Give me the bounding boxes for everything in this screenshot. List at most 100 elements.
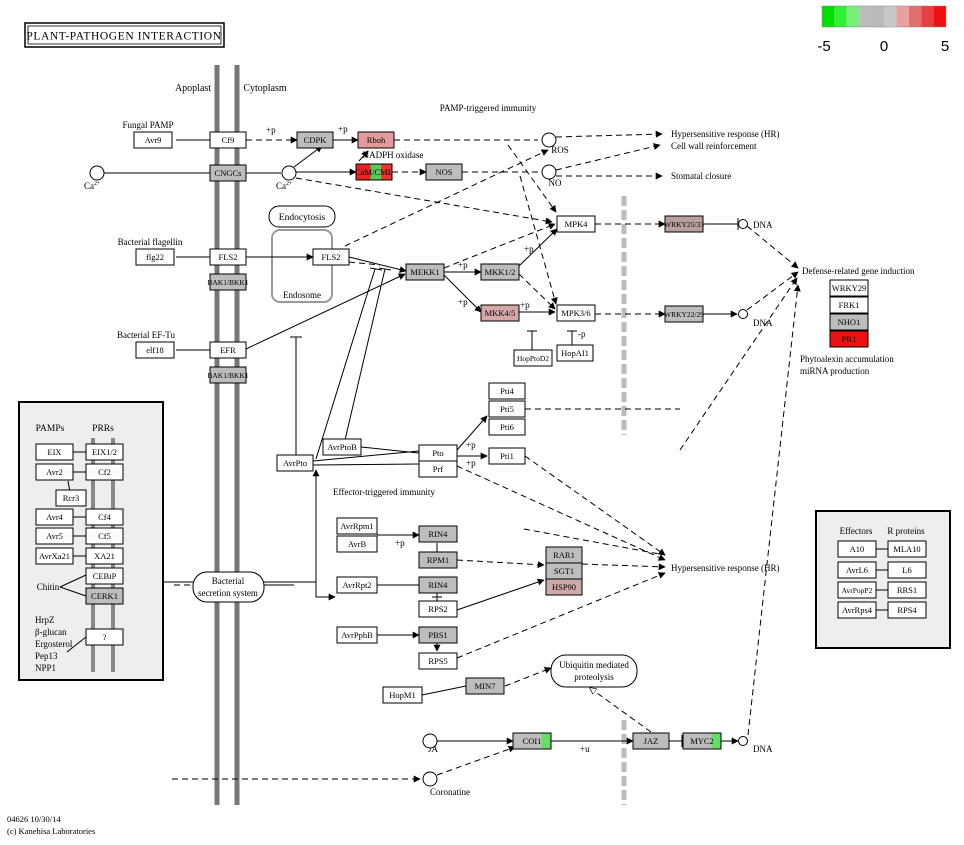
gene-node-avrrps4[interactable]: AvrRps4 [837,601,877,619]
gene-node-hopptod2[interactable]: HopPtoD2 [513,349,553,367]
gene-label-efr: EFR [220,345,236,355]
gene-node-flg22[interactable]: flg22 [135,248,175,266]
gene-node-bak1a[interactable]: BAK1/BKK1 [207,273,249,291]
gene-label-fls2b: FLS2 [322,252,341,262]
gene-node-avrpto[interactable]: AvrPto [276,454,314,472]
gene-label-nho1: NHO1 [838,317,861,327]
gene-label-rps2: RPS2 [428,604,447,614]
gene-node-rps2[interactable]: RPS2 [418,600,458,618]
gene-node-avr2[interactable]: Avr2 [35,463,74,481]
gene-node-wrky29[interactable]: WRKY29 [829,279,869,297]
gene-node-avr9[interactable]: Avr9 [133,131,173,149]
gene-label-pti6: Pti6 [500,422,514,432]
gene-node-avr4[interactable]: Avr4 [35,508,74,526]
gene-node-hopm1[interactable]: HopM1 [382,686,423,704]
gene-node-prf[interactable]: Prf [418,460,458,478]
gene-label-wrky29: WRKY29 [832,283,866,293]
gene-node-frk1[interactable]: FRK1 [829,296,869,314]
ja-circle[interactable] [422,733,438,749]
gene-node-pti6[interactable]: Pti6 [488,418,526,436]
gene-node-avr5[interactable]: Avr5 [35,527,74,545]
gene-node-unknown[interactable]: ? [85,628,124,646]
gene-node-rps5[interactable]: RPS5 [418,652,458,670]
gene-node-mpk36[interactable]: MPK3/6 [556,304,596,322]
gene-label-mpk4: MPK4 [565,219,588,229]
gene-node-mpk4[interactable]: MPK4 [556,215,596,233]
gene-node-eix12[interactable]: EIX1/2 [85,443,124,461]
gene-node-pbs1[interactable]: PBS1 [418,626,458,644]
ubiquitin-proteolysis[interactable]: Ubiquitin mediated proteolysis [550,654,638,688]
gene-node-cf4[interactable]: Cf4 [85,508,124,526]
gene-node-fls2a[interactable]: FLS2 [209,248,247,266]
gene-node-hsp90[interactable]: HSP90 [545,578,583,596]
gene-node-cngcs[interactable]: CNGCs [209,164,247,182]
gene-node-mekk1[interactable]: MEKK1 [405,263,445,281]
gene-node-cerk1[interactable]: CERK1 [85,587,124,605]
gene-node-rar1[interactable]: RAR1 [545,546,583,564]
gene-node-camcml[interactable]: CaM/CML [355,163,393,181]
gene-node-cf5[interactable]: Cf5 [85,527,124,545]
gene-node-nos[interactable]: NOS [425,163,463,181]
ros-circle[interactable] [541,132,557,148]
gene-node-pti4[interactable]: Pti4 [488,382,526,400]
gene-node-rps4[interactable]: RPS4 [887,601,927,619]
gene-node-avrxa21[interactable]: AvrXa21 [35,547,74,565]
gene-node-fls2b[interactable]: FLS2 [312,248,350,266]
gene-node-rin4a[interactable]: RIN4 [418,525,458,543]
gene-label-cebip: CEBiP [93,571,117,581]
gene-node-mkk45[interactable]: MKK4/5 [480,304,520,322]
gene-node-xa21[interactable]: XA21 [85,547,124,565]
gene-node-rrs1[interactable]: RRS1 [887,581,927,599]
gene-node-pti5[interactable]: Pti5 [488,400,526,418]
gene-node-avrptob[interactable]: AvrPtoB [322,438,362,456]
gene-node-myc2[interactable]: MYC2 [682,732,722,750]
gene-node-sgt1[interactable]: SGT1 [545,562,583,580]
gene-node-avrpphb[interactable]: AvrPphB [336,626,378,644]
gene-node-avrpopp2[interactable]: AvrPopP2 [837,581,877,599]
gene-node-wrky2533[interactable]: WRKY25/33 [664,215,704,233]
gene-node-bak1b[interactable]: BAK1/BKK1 [207,366,249,384]
no-circle[interactable] [541,164,557,180]
gene-node-l6[interactable]: L6 [887,561,927,579]
gene-node-mkk12[interactable]: MKK1/2 [480,263,520,281]
gene-node-eix[interactable]: EIX [35,443,74,461]
gene-node-pr1[interactable]: PR1 [829,330,869,348]
gene-node-nho1[interactable]: NHO1 [829,313,869,331]
gene-node-a10[interactable]: A10 [837,540,877,558]
hr-label-2: Hypersensitive response (HR) [671,563,779,573]
gene-node-cf2[interactable]: Cf2 [85,463,124,481]
dna-1-circle[interactable] [738,219,748,229]
gene-node-efr[interactable]: EFR [209,341,247,359]
gene-node-min7[interactable]: MIN7 [465,677,505,695]
gene-node-rboh[interactable]: Rboh [357,131,395,149]
gene-node-avrb[interactable]: AvrB [336,535,378,553]
secretion-system[interactable]: Bacterial secretion system [192,571,265,603]
pp-3: +p [458,260,468,270]
dna-2-circle[interactable] [738,309,748,319]
gene-node-avrl6[interactable]: AvrL6 [837,561,877,579]
gene-node-avrrpt2[interactable]: AvrRpt2 [336,576,378,594]
gene-node-rpm1[interactable]: RPM1 [418,551,458,569]
gene-node-elf18[interactable]: elf18 [135,341,175,359]
gene-node-rin4b[interactable]: RIN4 [418,576,458,594]
gene-node-cdpk[interactable]: CDPK [296,131,334,149]
phyto-label-1: Phytoalexin accumulation [800,354,894,364]
gene-node-rcr3[interactable]: Rcr3 [55,489,87,507]
gene-node-avrrpm1[interactable]: AvrRpm1 [336,517,378,535]
gene-node-cf9[interactable]: Cf9 [209,131,247,149]
gene-label-rcr3: Rcr3 [63,493,80,503]
dna-3-circle[interactable] [738,736,748,746]
gene-node-jaz[interactable]: JAZ [632,732,670,750]
gene-label-avrrps4: AvrRps4 [842,605,873,615]
gene-node-mla10[interactable]: MLA10 [887,540,927,558]
gene-label-prf: Prf [433,464,444,474]
gene-node-pti1[interactable]: Pti1 [488,447,526,465]
gene-node-wrky2229[interactable]: WRKY22/29 [664,305,704,323]
gene-node-coi1[interactable]: COI1 [512,732,552,750]
calcium-1-circle[interactable] [89,165,105,181]
coronatine-circle[interactable] [422,771,438,787]
calcium-2-circle[interactable] [281,165,297,181]
gene-node-hopai1[interactable]: HopAI1 [556,344,594,362]
gene-node-pto[interactable]: Pto [418,444,458,462]
gene-node-cebip[interactable]: CEBiP [85,567,124,585]
